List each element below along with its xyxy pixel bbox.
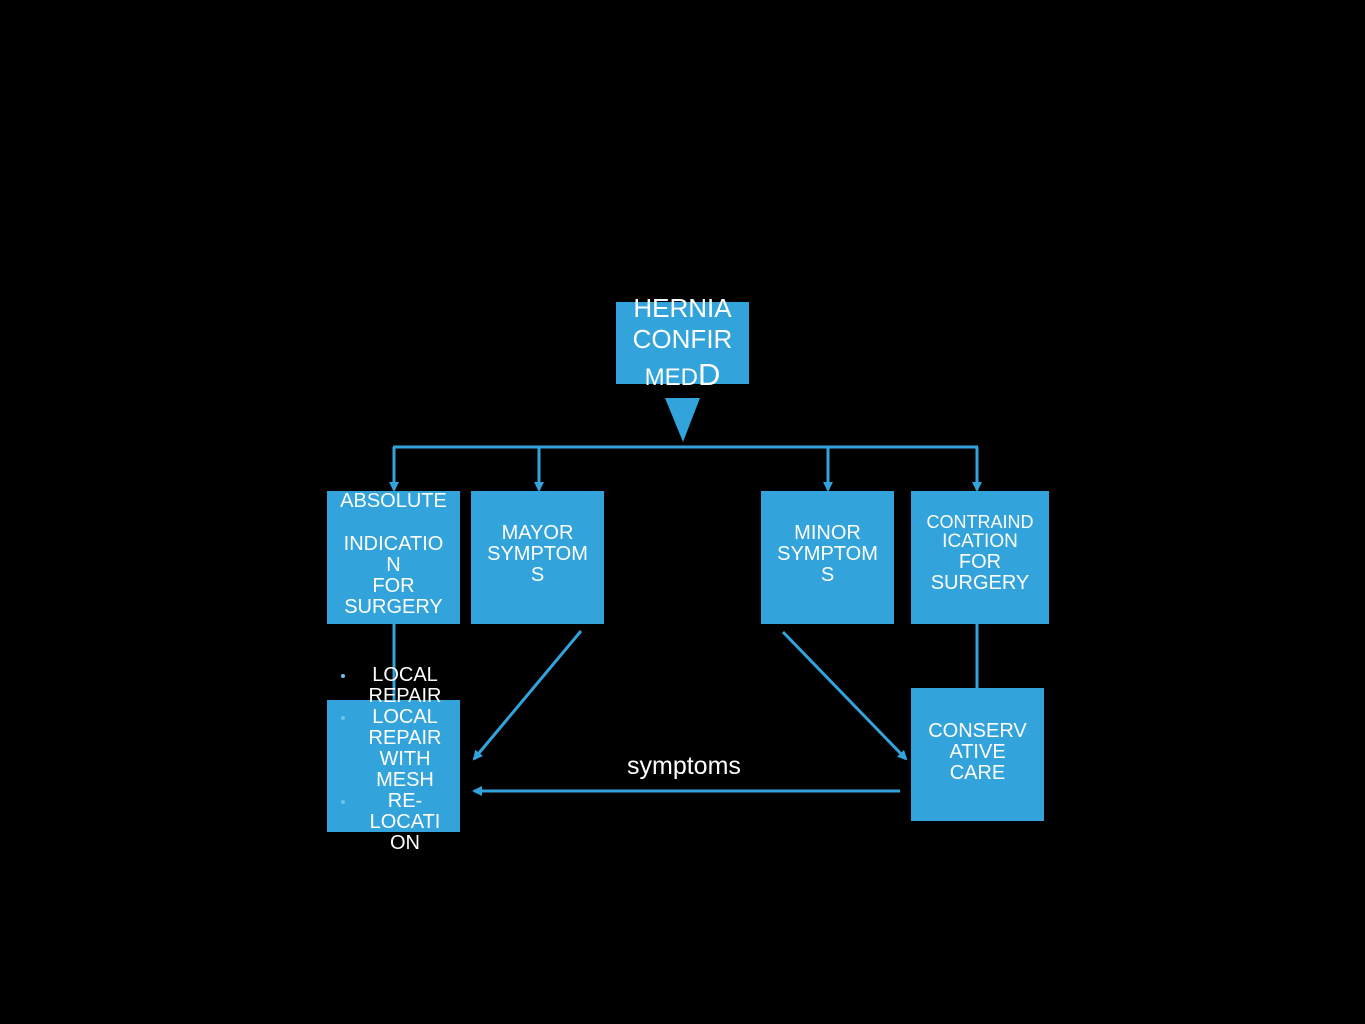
hernia-line-1: HERNIA — [633, 293, 732, 324]
hernia-line-3b: D — [697, 356, 721, 392]
absolute-line-5: SURGERY — [344, 596, 443, 618]
mayor-line-1: MAYOR — [501, 522, 574, 544]
symptoms-edge-label: symptoms — [627, 752, 741, 780]
treatment-item-local-repair: LOCAL REPAIR — [338, 665, 472, 707]
mayor-line-2: SYMPTOM — [487, 543, 588, 565]
absolute-line-1: ABSOLUTE — [340, 490, 447, 512]
minor-line-2: SYMPTOM — [777, 543, 878, 565]
treatment-box — [327, 700, 460, 832]
conservative-line-1: CONSERV — [928, 720, 1027, 742]
mayor-line-3: S — [530, 564, 545, 586]
minor-symptoms-box: MINOR SYMPTOM S — [761, 491, 894, 624]
hernia-confirmed-box: HERNIA CONFIR MEDD — [616, 293, 749, 392]
conservative-line-3: CARE — [949, 762, 1006, 784]
conservative-line-2: ATIVE — [949, 741, 1006, 763]
hernia-line-3: MEDD — [645, 356, 721, 393]
hernia-line-2: CONFIR — [632, 324, 733, 355]
absolute-line-2: INDICATIO — [343, 533, 444, 555]
minor-line-1: MINOR — [794, 522, 861, 544]
mayor-symptoms-box: MAYOR SYMPTOM S — [471, 491, 604, 624]
down-triangle — [665, 398, 700, 442]
contraindication-line-4: SURGERY — [930, 571, 1030, 594]
contraindication-line-2: ICATION — [942, 530, 1018, 552]
absolute-line-4: FOR — [372, 575, 415, 597]
absolute-indication-box: ABSOLUTE INDICATIO N FOR SURGERY — [327, 491, 460, 624]
absolute-line-3: N — [386, 554, 401, 576]
treatment-item-local-repair-mesh: LOCAL REPAIR WITH MESH — [338, 707, 472, 791]
hernia-line-3a: MED — [644, 363, 698, 391]
minor-to-conservative-arrow — [781, 630, 908, 761]
minor-line-3: S — [820, 564, 835, 586]
contraindication-box: CONTRAIND ICATION FOR SURGERY — [911, 491, 1049, 624]
contraindication-line-3: FOR — [958, 550, 1002, 573]
mayor-to-treatment-arrow — [472, 630, 583, 761]
contraindication-line-1: CONTRAIND — [926, 512, 1034, 532]
treatment-list: LOCAL REPAIR LOCAL REPAIR WITH MESH RE- … — [338, 665, 472, 854]
conservative-care-box: CONSERV ATIVE CARE — [911, 688, 1044, 821]
treatment-item-relocation: RE- LOCATI ON — [338, 791, 472, 854]
